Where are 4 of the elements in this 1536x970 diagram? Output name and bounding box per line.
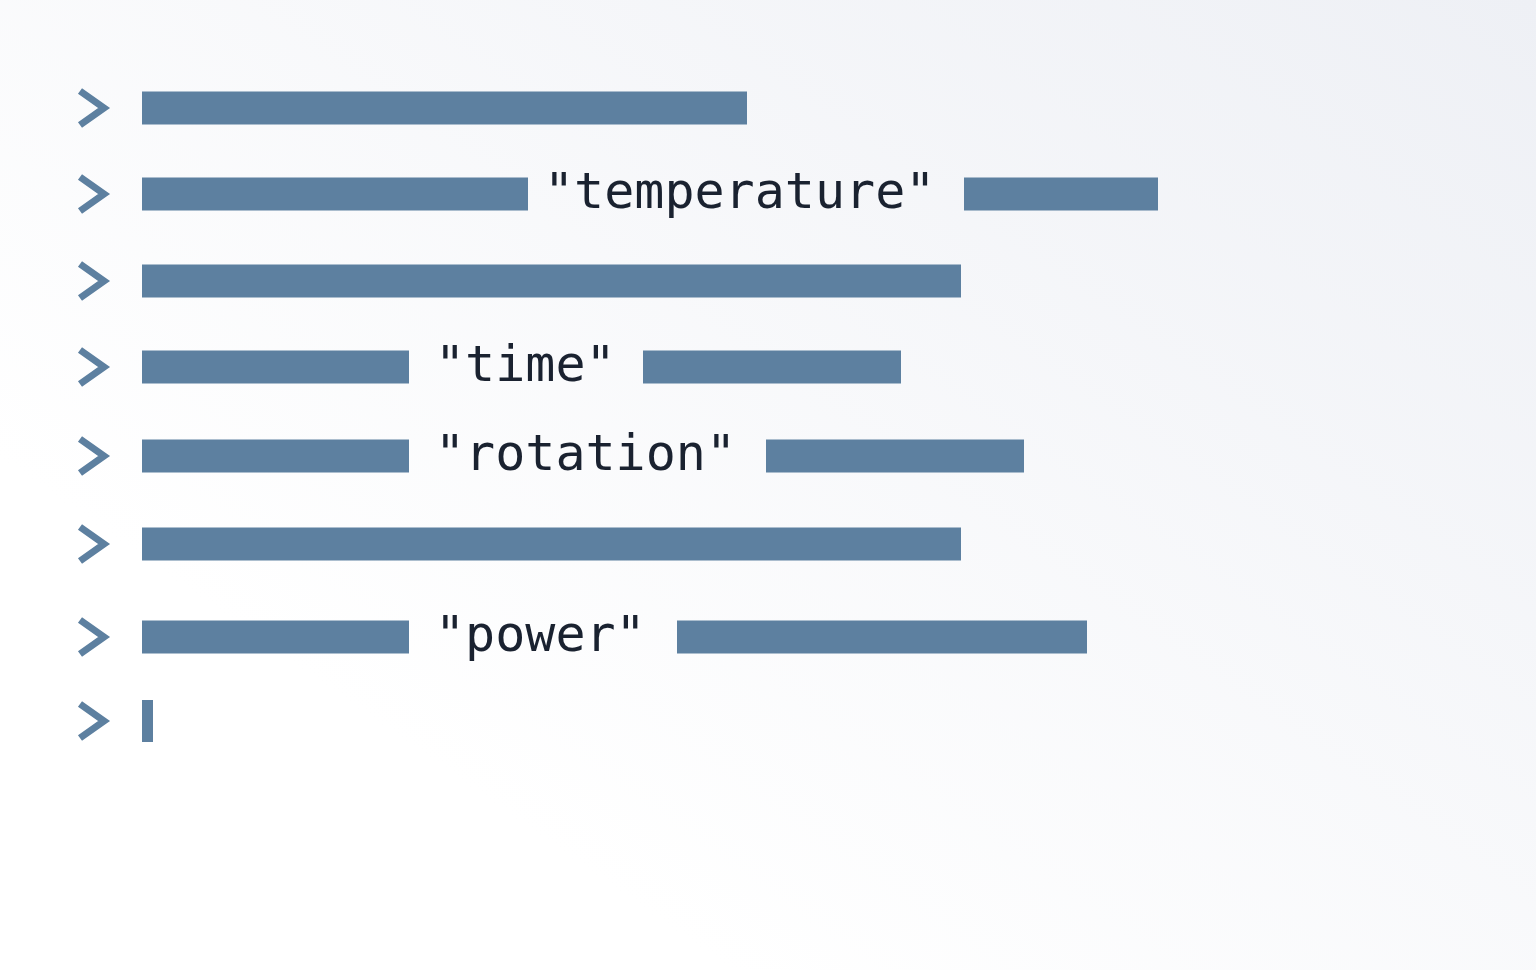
quoted-keyword: "rotation" — [435, 423, 737, 483]
quoted-keyword: "power" — [435, 604, 646, 664]
quoted-keyword: "time" — [435, 334, 616, 394]
quoted-keyword: "temperature" — [544, 161, 936, 221]
